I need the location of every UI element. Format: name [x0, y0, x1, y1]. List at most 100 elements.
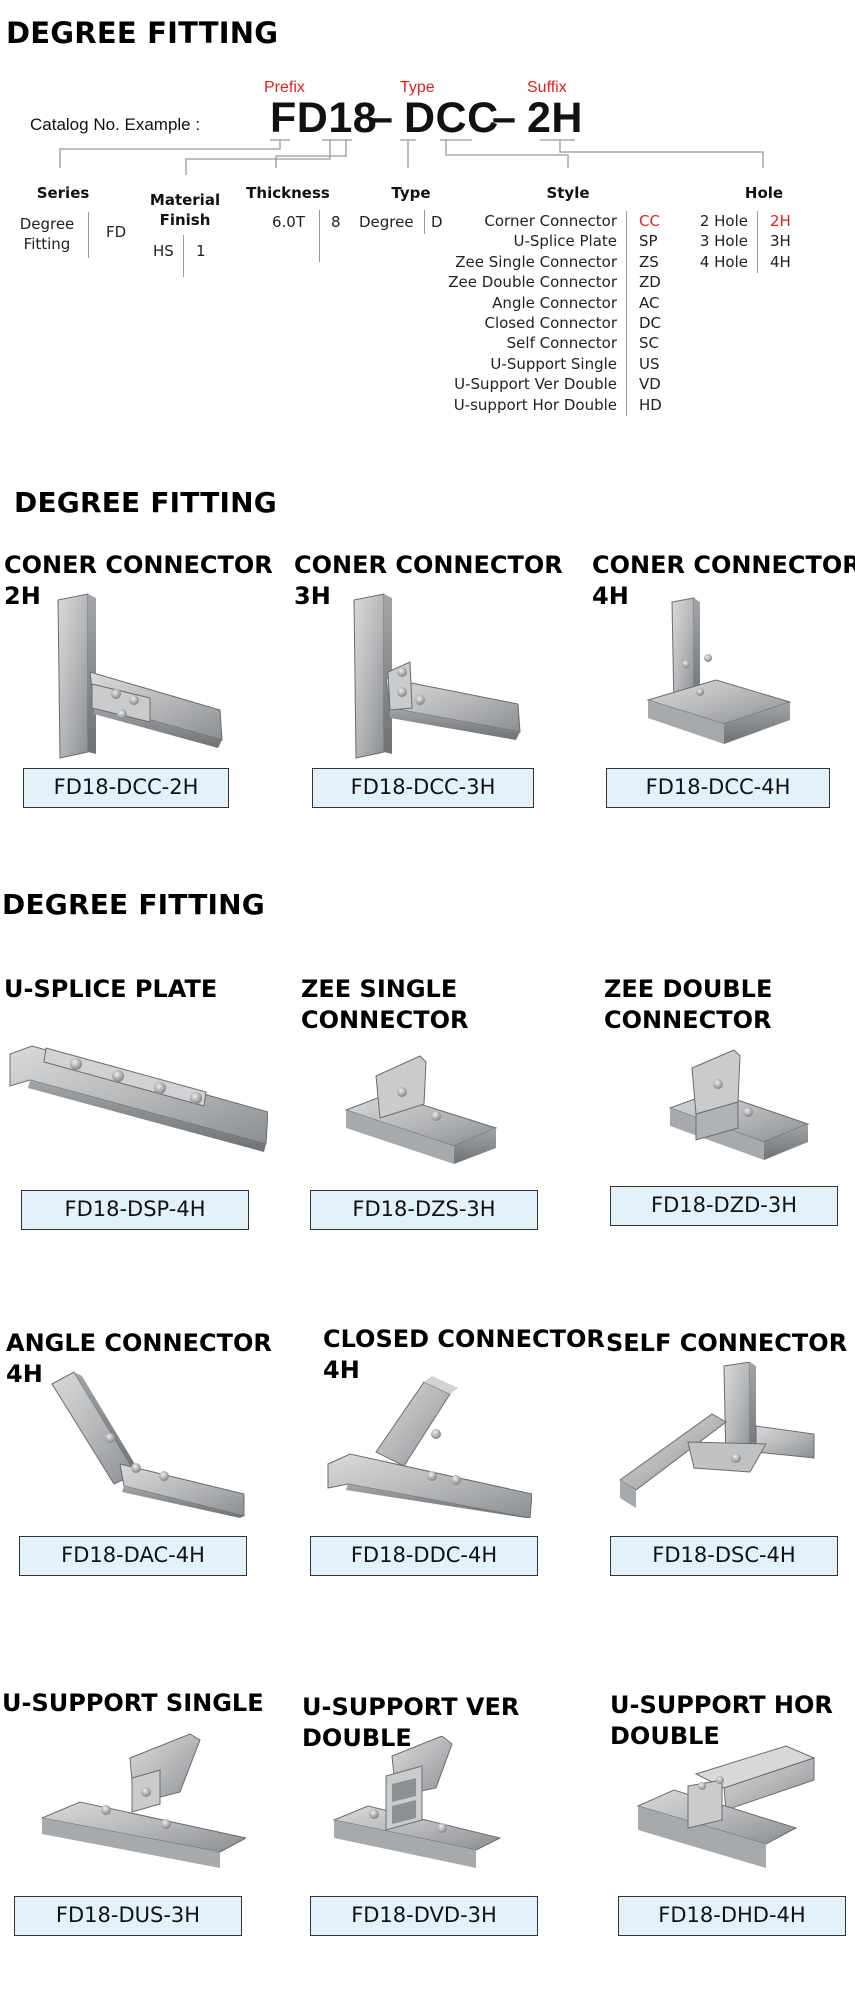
product-title-line1: U-SPLICE PLATE — [4, 975, 218, 1003]
thickness-code: 8 — [331, 213, 341, 231]
style-code: AC — [639, 293, 660, 312]
hole-code-list: 2H 3H 4H — [770, 212, 810, 282]
product-title-line1: U-SUPPORT VER — [302, 1693, 520, 1721]
product-title: ANGLE CONNECTOR 4H — [6, 1328, 272, 1390]
product-code-label: FD18-DHD-4H — [618, 1896, 846, 1936]
product-image-u-support-ver-double — [332, 1736, 502, 1868]
style-name: Zee Double Connector — [448, 273, 617, 292]
style-divider — [626, 211, 627, 416]
product-title-line2: 4H — [323, 1356, 360, 1384]
product-title-line1: CLOSED CONNECTOR — [323, 1325, 605, 1353]
style-code: HD — [639, 395, 662, 414]
product-code-label: FD18-DAC-4H — [19, 1536, 247, 1576]
product-title: ZEE SINGLE CONNECTOR — [301, 974, 468, 1036]
product-title-line1: ZEE SINGLE — [301, 975, 458, 1003]
product-title: U-SPLICE PLATE — [4, 974, 217, 1005]
product-title-line1: ANGLE CONNECTOR — [6, 1329, 272, 1357]
series-name-line1: Degree — [19, 215, 75, 233]
product-image-zee-double-connector — [668, 1049, 810, 1160]
material-heading-line2: Finish — [159, 211, 211, 229]
product-code-label: FD18-DDC-4H — [310, 1536, 538, 1576]
product-title-line2: 2H — [4, 582, 41, 610]
type-name: Degree — [359, 213, 414, 231]
product-title: U-SUPPORT SINGLE — [2, 1688, 264, 1719]
style-name: U-Splice Plate — [513, 232, 617, 251]
hole-code: 4H — [770, 252, 791, 271]
product-title-line2: CONNECTOR — [604, 1006, 772, 1034]
catalog-code-prefix: FD18 — [270, 94, 378, 142]
product-title-line2: 3H — [294, 582, 331, 610]
style-name: Self Connector — [506, 334, 617, 353]
thickness-heading: Thickness — [246, 184, 330, 202]
catalog-connector-lines — [59, 139, 764, 175]
product-title-line2: DOUBLE — [302, 1724, 412, 1752]
type-divider — [424, 210, 425, 234]
hole-code: 2H — [770, 212, 791, 230]
type-heading: Type — [391, 184, 431, 202]
hole-divider — [757, 211, 758, 273]
product-image-self-connector — [619, 1362, 815, 1508]
product-image-closed-connector — [327, 1376, 532, 1518]
product-code-label: FD18-DCC-4H — [606, 768, 830, 808]
catalog-code-dash-1: – — [369, 94, 394, 142]
product-code-label: FD18-DZS-3H — [310, 1190, 538, 1230]
product-title: U-SUPPORT VER DOUBLE — [302, 1692, 519, 1754]
style-name: U-support Hor Double — [453, 395, 617, 414]
product-code-label: FD18-DSC-4H — [610, 1536, 838, 1576]
type-code: D — [431, 213, 443, 231]
style-code: SC — [639, 334, 659, 353]
style-name: U-Support Ver Double — [454, 375, 617, 394]
material-divider — [183, 235, 184, 277]
product-title: CONER CONNECTOR 3H — [294, 550, 563, 612]
series-divider — [88, 212, 89, 258]
catalog-code-dash-2: – — [492, 94, 517, 142]
product-code-label: FD18-DZD-3H — [610, 1186, 838, 1226]
style-code: DC — [639, 314, 662, 332]
product-title: U-SUPPORT HOR DOUBLE — [610, 1690, 833, 1752]
product-image-u-support-single — [40, 1733, 246, 1868]
material-heading-line1: Material — [149, 191, 221, 209]
product-title-line1: CONER CONNECTOR — [294, 551, 563, 579]
style-code-list: CC SP ZS ZD AC DC SC US VD HD — [639, 212, 679, 422]
series-name-line2: Fitting — [23, 235, 71, 253]
series-heading: Series — [36, 184, 90, 202]
material-name: HS — [153, 242, 174, 260]
section-title: DEGREE FITTING — [14, 486, 277, 519]
product-title: CONER CONNECTOR 2H — [4, 550, 273, 612]
thickness-name: 6.0T — [272, 213, 306, 231]
style-code: CC — [639, 212, 660, 230]
product-image-u-splice-plate — [9, 1045, 268, 1152]
hole-heading: Hole — [744, 184, 784, 202]
product-image-zee-single-connector — [344, 1055, 498, 1164]
hole-name-list: 2 Hole 3 Hole 4 Hole — [690, 212, 748, 282]
style-code: SP — [639, 232, 658, 251]
section-title: DEGREE FITTING — [2, 888, 265, 921]
style-code: ZD — [639, 273, 661, 292]
product-title-line1: CONER CONNECTOR — [592, 551, 855, 579]
product-image-angle-connector — [51, 1371, 245, 1518]
product-code-label: FD18-DSP-4H — [21, 1190, 249, 1230]
catalog-example-label: Catalog No. Example : — [30, 115, 201, 134]
style-heading: Style — [546, 184, 590, 202]
product-title-line1: ZEE DOUBLE — [604, 975, 773, 1003]
product-code-label: FD18-DCC-3H — [312, 768, 534, 808]
style-name: Closed Connector — [484, 314, 617, 332]
series-code: FD — [106, 223, 127, 241]
product-image-u-support-hor-double — [636, 1745, 816, 1868]
hole-code: 3H — [770, 232, 791, 251]
hole-name: 4 Hole — [699, 252, 748, 271]
catalog-code-suffix: 2H — [527, 94, 583, 142]
style-name: Corner Connector — [484, 212, 617, 230]
product-code-label: FD18-DVD-3H — [310, 1896, 538, 1936]
product-title: ZEE DOUBLE CONNECTOR — [604, 974, 772, 1036]
catalog-code-type: DCC — [404, 94, 499, 142]
type-label: Type — [400, 79, 435, 96]
product-title-line2: 4H — [6, 1360, 43, 1388]
product-title-line2: CONNECTOR — [301, 1006, 469, 1034]
style-code: ZS — [639, 252, 659, 271]
style-code: VD — [639, 375, 661, 394]
product-title-line1: SELF CONNECTOR — [606, 1329, 848, 1357]
product-code-label: FD18-DUS-3H — [14, 1896, 242, 1936]
material-code: 1 — [196, 242, 206, 260]
product-code-label: FD18-DCC-2H — [23, 768, 229, 808]
